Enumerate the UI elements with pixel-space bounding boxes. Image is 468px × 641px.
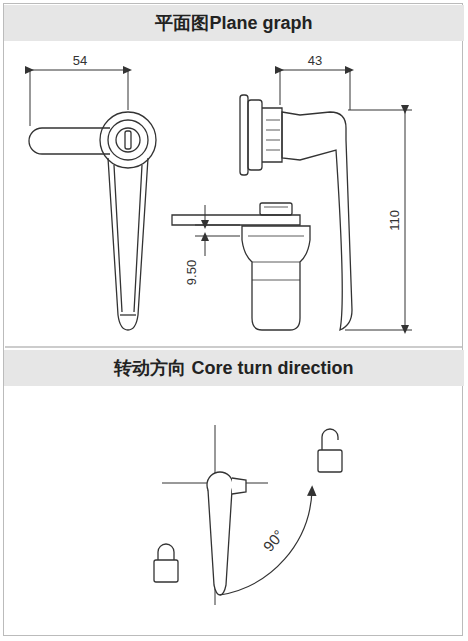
bottom-view [172, 203, 310, 330]
dimension-label: 90° [259, 525, 288, 555]
section-header: 转动方向 Core turn direction [4, 350, 464, 386]
side-view [240, 95, 352, 330]
closed-lock-icon [154, 544, 178, 582]
header-text: 平面图Plane graph [155, 11, 312, 35]
page-frame [3, 3, 463, 636]
dimension-label: 110 [386, 208, 401, 233]
header-text: 转动方向 Core turn direction [114, 356, 353, 380]
dimension-label: 43 [306, 53, 324, 68]
dimension-label: 9.50 [185, 257, 200, 286]
open-lock-icon [318, 429, 342, 472]
dimension-label: 54 [71, 53, 89, 68]
front-view [29, 112, 156, 330]
rotation-diagram [154, 425, 342, 605]
section-header: 平面图Plane graph [4, 5, 464, 41]
